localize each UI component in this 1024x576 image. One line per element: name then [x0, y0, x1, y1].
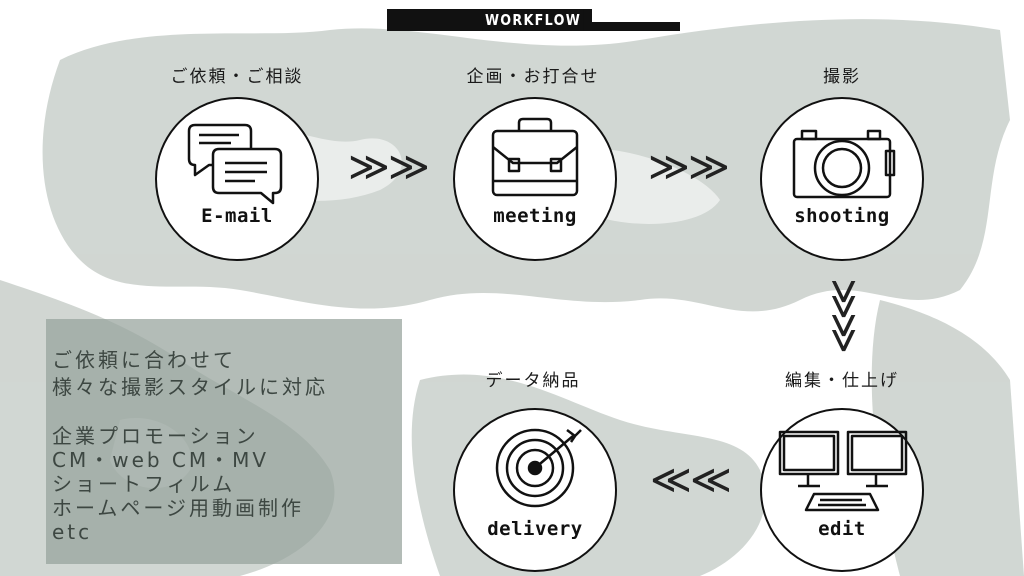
info-line-2: 様々な撮影スタイルに対応 [52, 375, 328, 399]
briefcase-icon [491, 117, 579, 197]
info-line-5: CM・web CM・MV [52, 448, 270, 472]
step-circle-email: E-mail [155, 97, 319, 261]
step-en-shooting: shooting [794, 205, 890, 227]
camera-icon [792, 129, 896, 199]
step-en-meeting: meeting [493, 205, 577, 227]
arrow-down-2: ≫ [820, 312, 867, 348]
step-label-email: ご依頼・ご相談 [170, 67, 304, 87]
arrow-left-2: ≪ [690, 457, 732, 503]
arrow-right-4: ≫ [688, 144, 730, 190]
page-title: WORKFLOW [482, 9, 584, 31]
info-line-1: ご依頼に合わせて [52, 348, 236, 372]
step-circle-edit: edit [760, 408, 924, 572]
arrow-right-3: ≫ [648, 144, 690, 190]
info-line-7: ホームページ用動画制作 [52, 496, 304, 520]
arrow-right-2: ≫ [388, 144, 430, 190]
info-line-4: 企業プロモーション [52, 424, 259, 448]
info-line-8: etc [52, 520, 93, 544]
step-circle-delivery: delivery [453, 408, 617, 572]
monitors-icon [778, 430, 908, 512]
arrow-down-1: ≫ [820, 278, 867, 314]
step-circle-shooting: shooting [760, 97, 924, 261]
services-info-box [46, 319, 402, 564]
info-line-6: ショートフィルム [52, 472, 236, 496]
step-en-email: E-mail [201, 205, 273, 227]
step-label-edit: 編集・仕上げ [785, 371, 899, 391]
arrow-left-1: ≪ [650, 457, 692, 503]
step-en-delivery: delivery [487, 518, 583, 540]
arrow-right-1: ≫ [348, 144, 390, 190]
step-circle-meeting: meeting [453, 97, 617, 261]
email-chat-icon [187, 123, 283, 205]
target-icon [495, 428, 582, 508]
step-label-delivery: データ納品 [485, 371, 581, 391]
step-en-edit: edit [818, 518, 866, 540]
step-label-shooting: 撮影 [823, 67, 861, 87]
step-label-meeting: 企画・お打合せ [466, 67, 600, 87]
